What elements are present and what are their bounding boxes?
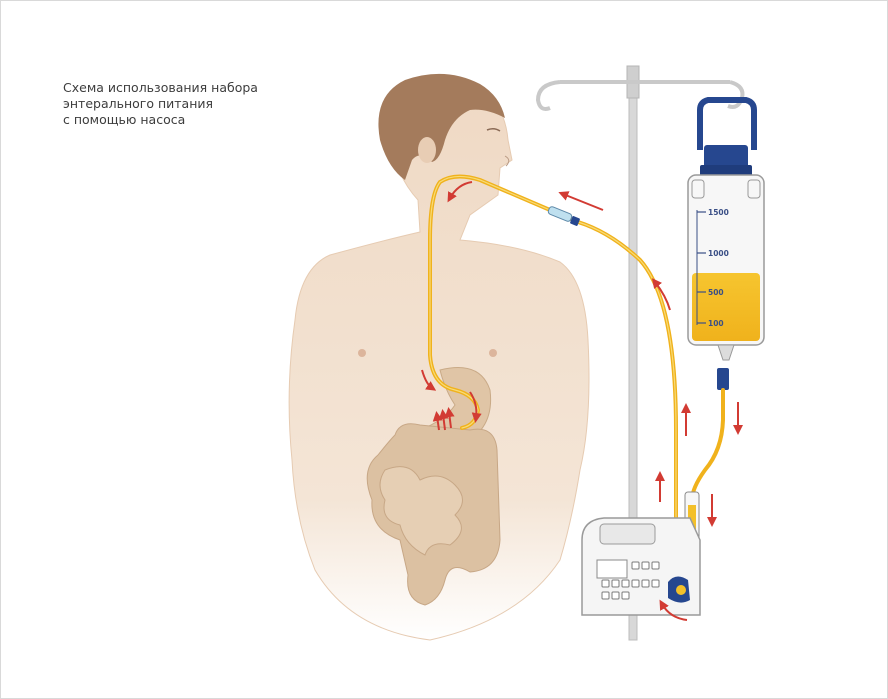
scale-label-1500: 1500 [708,208,729,217]
tube-connector [547,206,580,226]
scale-label-1000: 1000 [708,249,729,258]
feeding-bag: 1500 1000 500 100 [688,100,764,390]
scale-label-100: 100 [708,319,724,328]
enteral-pump [582,518,700,615]
scale-label-500: 500 [708,288,724,297]
